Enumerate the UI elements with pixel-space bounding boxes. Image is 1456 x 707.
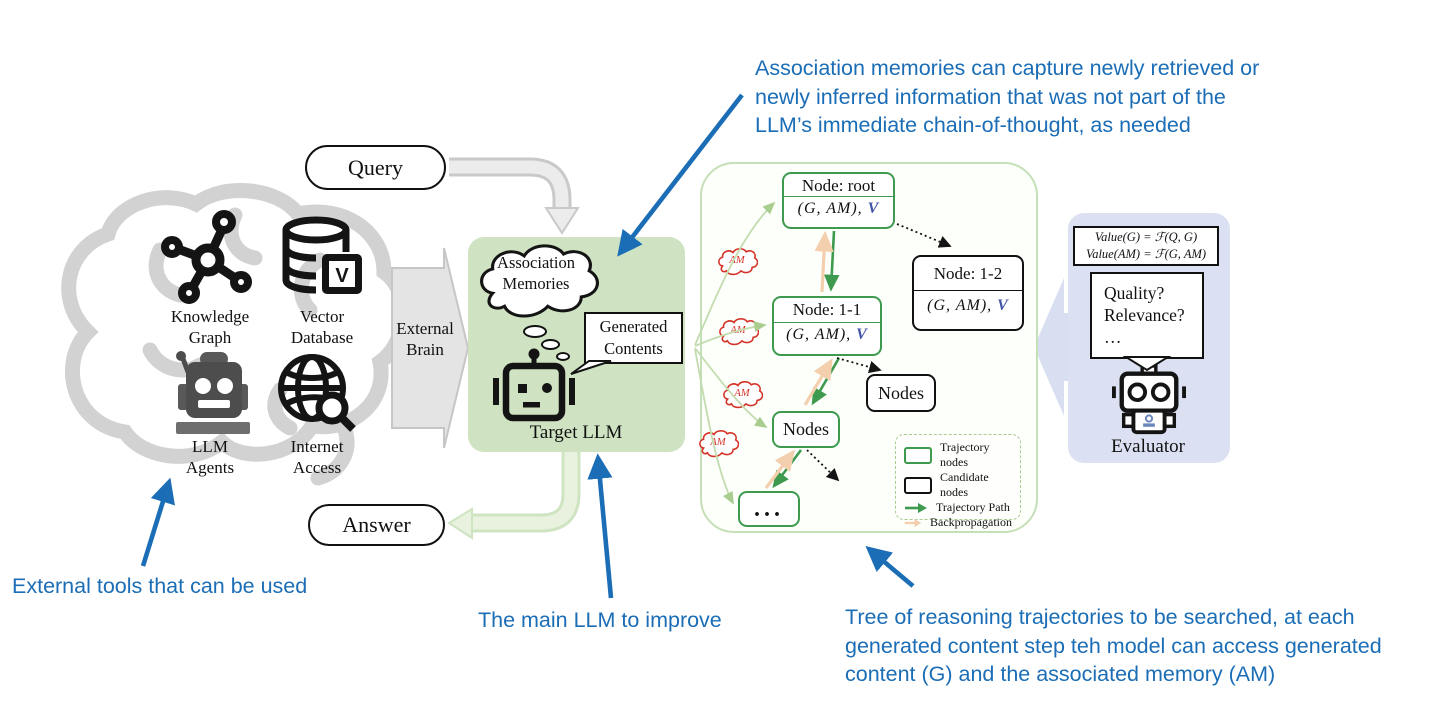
tree-node-candidate: Nodes xyxy=(866,374,936,412)
evaluator-question-box: Quality? Relevance? … xyxy=(1090,272,1204,359)
arrow-to-main-llm xyxy=(587,453,614,599)
node-value: (G, AM), V xyxy=(914,290,1022,315)
llm-agents-label: LLM Agents xyxy=(185,437,235,477)
association-memories-cloud xyxy=(480,244,599,318)
am-cloud-label: AM xyxy=(710,437,726,448)
am-cloud-label: AM xyxy=(730,325,746,336)
association-memories-text: Association Memories xyxy=(497,253,575,293)
trajectory-path-arrow-icon xyxy=(905,502,927,513)
formula-value-am: Value(AM) = ℱ(G, AM) xyxy=(1085,247,1207,261)
vector-database-label: Vector Database xyxy=(290,307,354,347)
candidate-node-swatch xyxy=(904,476,932,494)
tree-node-ellipsis: ... xyxy=(738,491,800,527)
trajectory-node-swatch xyxy=(904,446,932,464)
legend-row-trajectory-path: Trajectory Path xyxy=(904,500,1012,515)
legend-row-trajectory-nodes: Trajectory nodes xyxy=(904,440,1012,470)
thought-dot xyxy=(556,352,570,361)
svg-text:V: V xyxy=(335,265,349,287)
node-title: Node: 1-1 xyxy=(792,300,862,319)
generated-contents-bubble: Generated Contents xyxy=(584,312,683,364)
external-brain-label: External Brain xyxy=(396,319,454,359)
evaluator-robot-icon xyxy=(1112,364,1186,435)
thought-dot xyxy=(541,339,560,350)
query-label: Query xyxy=(348,154,403,180)
am-cloud-label: AM xyxy=(734,388,750,399)
annotation-external-tools: External tools that can be used xyxy=(12,574,308,598)
node-title: Node: root xyxy=(801,176,876,195)
ellipsis-question: … xyxy=(1104,327,1122,347)
arrow-to-external-tools xyxy=(140,477,175,567)
annotation-main-llm: The main LLM to improve xyxy=(478,608,722,632)
answer-label: Answer xyxy=(342,512,411,537)
internet-access-label: Internet Access xyxy=(290,437,344,477)
tree-legend: Trajectory nodes Candidate nodes Traject… xyxy=(895,434,1021,529)
tree-node-1-1: Node: 1-1 (G, AM), V xyxy=(772,296,882,356)
annotation-association-memories: Association memories can capture newly r… xyxy=(755,56,1260,137)
am-cloud-label: AM xyxy=(729,255,745,266)
legend-row-candidate-nodes: Candidate nodes xyxy=(904,470,1012,500)
node-title: Node: 1-2 xyxy=(933,264,1003,283)
thought-dot xyxy=(523,325,547,338)
query-arrow xyxy=(449,157,580,235)
evaluator-formula-box: Value(G) = ℱ(Q, G) Value(AM) = ℱ(G, AM) xyxy=(1073,226,1219,266)
tree-node-1-2: Node: 1-2 (G, AM), V xyxy=(912,255,1024,331)
answer-arrow xyxy=(447,450,581,540)
knowledge-graph-icon xyxy=(161,210,252,304)
formula-value-g: Value(G) = ℱ(Q, G) xyxy=(1094,230,1198,244)
answer-bubble: Answer xyxy=(308,504,445,546)
tree-node-root: Node: root (G, AM), V xyxy=(782,172,895,229)
node-value: (G, AM), V xyxy=(784,196,893,218)
target-llm-robot-icon xyxy=(493,348,575,422)
relevance-question: Relevance? xyxy=(1104,305,1185,325)
quality-question: Quality? xyxy=(1104,283,1165,303)
evaluator-label: Evaluator xyxy=(1111,436,1185,457)
node-value: (G, AM), V xyxy=(774,322,880,344)
tree-node-trajectory: Nodes xyxy=(772,411,840,448)
query-bubble: Query xyxy=(305,145,446,190)
annotation-tree: Tree of reasoning trajectories to be sea… xyxy=(845,605,1382,686)
vector-database-icon: V xyxy=(282,216,362,294)
knowledge-graph-label: Knowledge Graph xyxy=(170,307,250,347)
backpropagation-arrow-icon xyxy=(904,518,922,527)
internet-access-icon xyxy=(278,354,356,432)
arrow-to-tree xyxy=(865,546,915,588)
legend-row-backpropagation: Backpropagation xyxy=(904,515,1012,530)
llm-agents-robot-icon xyxy=(176,351,250,434)
target-llm-label: Target LLM xyxy=(529,422,623,443)
